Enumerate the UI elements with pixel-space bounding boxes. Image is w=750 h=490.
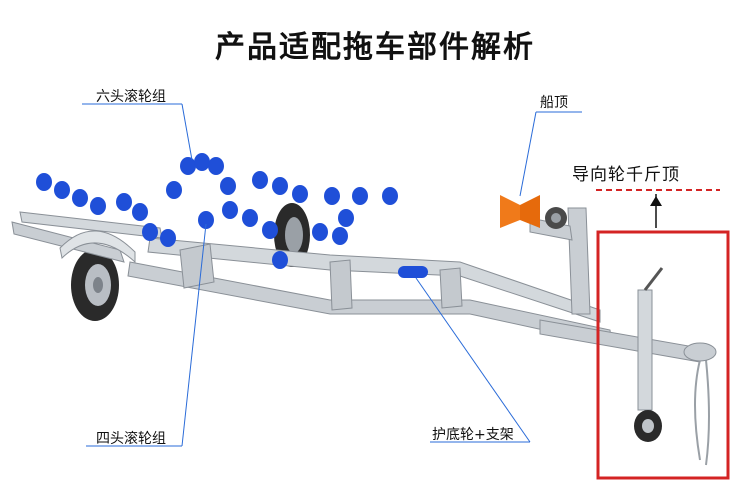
keel-roller [398, 266, 428, 278]
jack-highlight-box [596, 230, 730, 480]
four-roller-group [198, 171, 398, 269]
callout-four-roller: 四头滚轮组 [96, 431, 166, 447]
page-title: 产品适配拖车部件解析 [215, 30, 535, 65]
rear-wheel [71, 249, 119, 321]
callout-jack: 导向轮千斤顶 [572, 165, 680, 185]
callout-six-roller: 六头滚轮组 [96, 89, 166, 105]
leader-lines [82, 103, 582, 447]
jack-callout-pointer [596, 189, 720, 228]
callout-keel-roller: 护底轮+支架 [432, 427, 514, 443]
six-roller-group [36, 153, 236, 247]
bow-stop [500, 195, 540, 228]
winch [545, 207, 567, 229]
trailer-frame [11, 207, 701, 411]
callout-bow-stop: 船顶 [540, 95, 568, 111]
safety-chain [694, 359, 710, 466]
coupler [683, 342, 717, 362]
jack-wheel [634, 410, 662, 442]
